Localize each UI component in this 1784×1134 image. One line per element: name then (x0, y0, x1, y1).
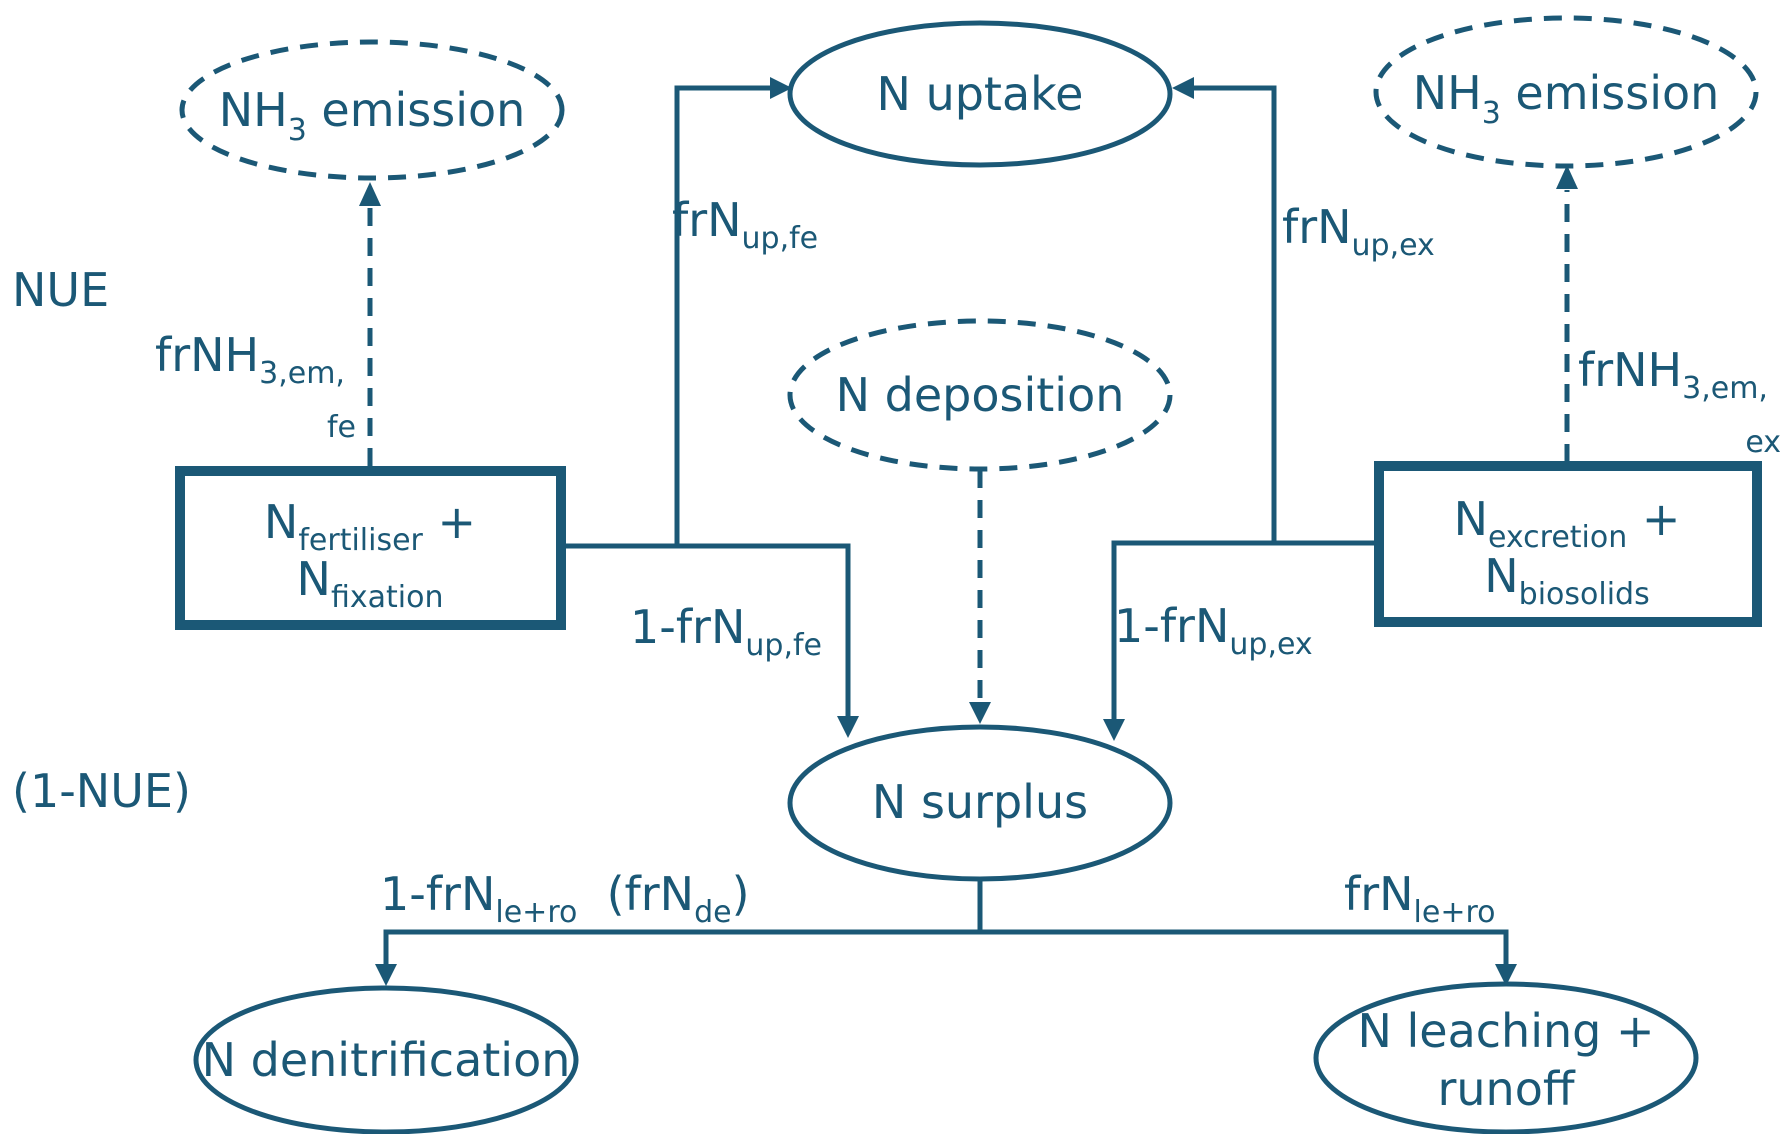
svg-text:N leaching +: N leaching + (1357, 1004, 1654, 1058)
svg-text:NH3 emission: NH3 emission (219, 83, 526, 148)
label-one-minus-nue: (1-NUE) (12, 764, 191, 818)
svg-text:NH3 emission: NH3 emission (1413, 66, 1720, 131)
label-frn-up-ex: frNup,ex (1282, 200, 1435, 263)
edge-split-to-leaching (980, 929, 1509, 968)
node-fertiliser-fixation: Nfertiliser + Nfixation (175, 466, 566, 630)
label-frnh3-em-ex-cont: ex (1745, 425, 1781, 460)
svg-text:N denitrification: N denitrification (202, 1033, 571, 1087)
label-frn-le-ro: frNle+ro (1344, 867, 1496, 930)
node-n-leaching-runoff: N leaching + runoff (1313, 981, 1699, 1134)
svg-text:runoff: runoff (1437, 1062, 1575, 1116)
node-n-surplus: N surplus (787, 724, 1173, 882)
arrowhead-uptake-left (770, 77, 792, 99)
edge-split-to-denitrification (383, 929, 980, 968)
node-n-deposition: N deposition (787, 318, 1173, 472)
svg-text:Nbiosolids: Nbiosolids (1484, 549, 1649, 612)
svg-text:Nexcretion +: Nexcretion + (1454, 492, 1681, 555)
label-one-minus-frn-up-fe: 1-frNup,fe (630, 600, 822, 663)
svg-text:Nfixation: Nfixation (297, 552, 444, 615)
arrowhead-uptake-right (1172, 77, 1194, 99)
label-frnh3-em-fe-cont: fe (327, 410, 356, 445)
node-nh3-emission-right: NH3 emission (1373, 15, 1759, 169)
edge-fertiliser-to-uptake (565, 85, 778, 549)
svg-text:N uptake: N uptake (877, 67, 1084, 121)
svg-text:N deposition: N deposition (836, 368, 1125, 422)
label-frnh3-em-fe: frNH3,em, (155, 328, 345, 391)
arrowhead-denitrification (375, 964, 397, 986)
edge-excretion-to-surplus (1111, 540, 1274, 721)
arrowhead-nh3-left (359, 182, 381, 206)
arrowhead-leaching (1495, 964, 1517, 986)
node-nh3-emission-left: NH3 emission (179, 39, 565, 181)
node-n-denitrification: N denitrification (193, 985, 579, 1134)
edge-excretion-to-uptake (1186, 85, 1375, 546)
arrowhead-nh3-right (1556, 165, 1578, 189)
label-frn-up-fe: frNup,fe (672, 193, 818, 256)
label-one-minus-frn-up-ex: 1-frNup,ex (1114, 599, 1313, 662)
node-excretion-biosolids: Nexcretion + Nbiosolids (1374, 461, 1762, 627)
arrowhead-surplus-left (837, 716, 859, 738)
label-one-minus-frn-le-ro: 1-frNle+ro (frNde) (380, 867, 750, 930)
label-frnh3-em-ex: frNH3,em, (1578, 343, 1768, 406)
svg-text:Nfertiliser +: Nfertiliser + (264, 495, 476, 558)
node-n-uptake: N uptake (787, 20, 1173, 168)
label-nue: NUE (12, 263, 109, 317)
svg-text:N surplus: N surplus (872, 775, 1088, 829)
arrowhead-deposition (969, 702, 991, 724)
edge-fertiliser-to-surplus (677, 543, 851, 718)
arrowhead-surplus-right (1103, 719, 1125, 741)
